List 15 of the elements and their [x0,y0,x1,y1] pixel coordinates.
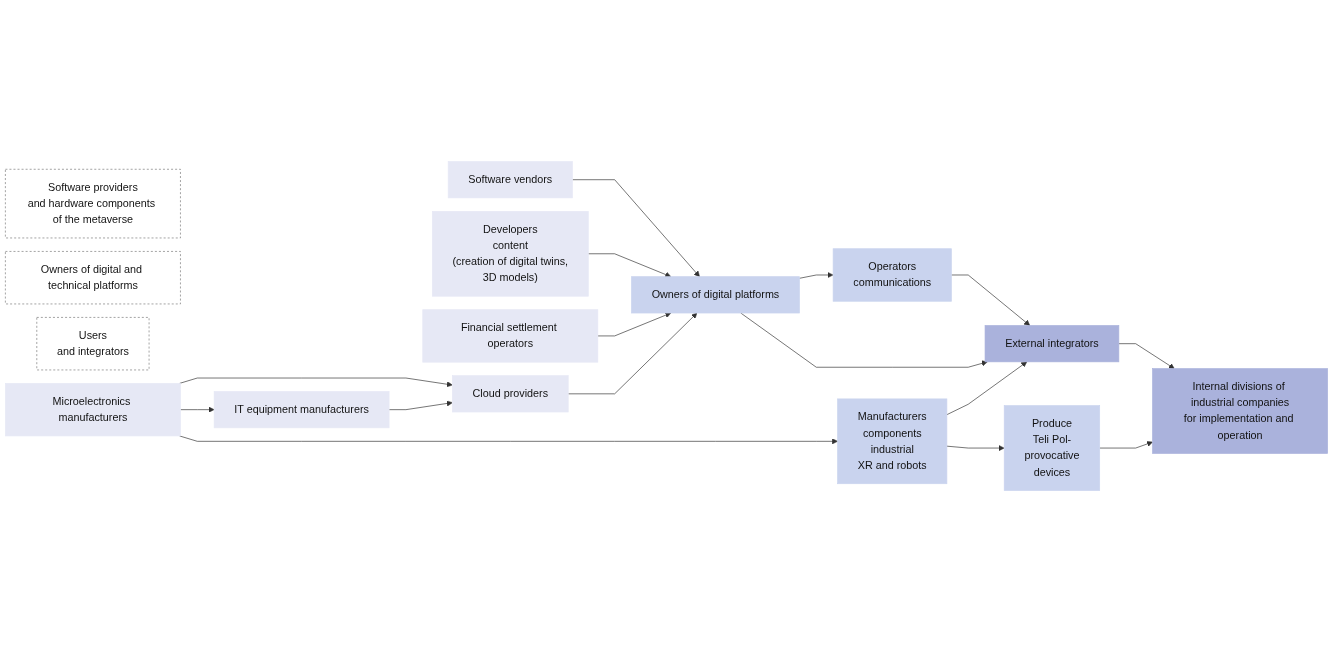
node-box: Financial settlement operators [422,309,599,363]
node-box: Manufacturers components industrial XR and robots [837,398,948,485]
node-box: Produce Teli Pol- provocative devices [1003,405,1101,491]
node-box: Users and integrators [36,317,150,371]
node-box: Microelectronics manufacturers [5,383,181,437]
node-box: Cloud providers [452,375,569,413]
node-box: IT equipment manufacturers [213,391,390,429]
node-box: Operators communications [832,248,952,302]
node-box: Developers content (creation of digital twins, 3D models) [431,211,589,297]
node-box: Internal divisions of industrial companies for implementation and operation [1152,368,1328,454]
node-box: Owners of digital and technical platforms [5,251,181,305]
node-box: Owners of digital platforms [631,276,800,314]
node-box: Software providers and hardware components of the metaverse [5,168,181,239]
node-box: Software vendors [447,161,573,199]
node-box: External integrators [984,325,1120,363]
